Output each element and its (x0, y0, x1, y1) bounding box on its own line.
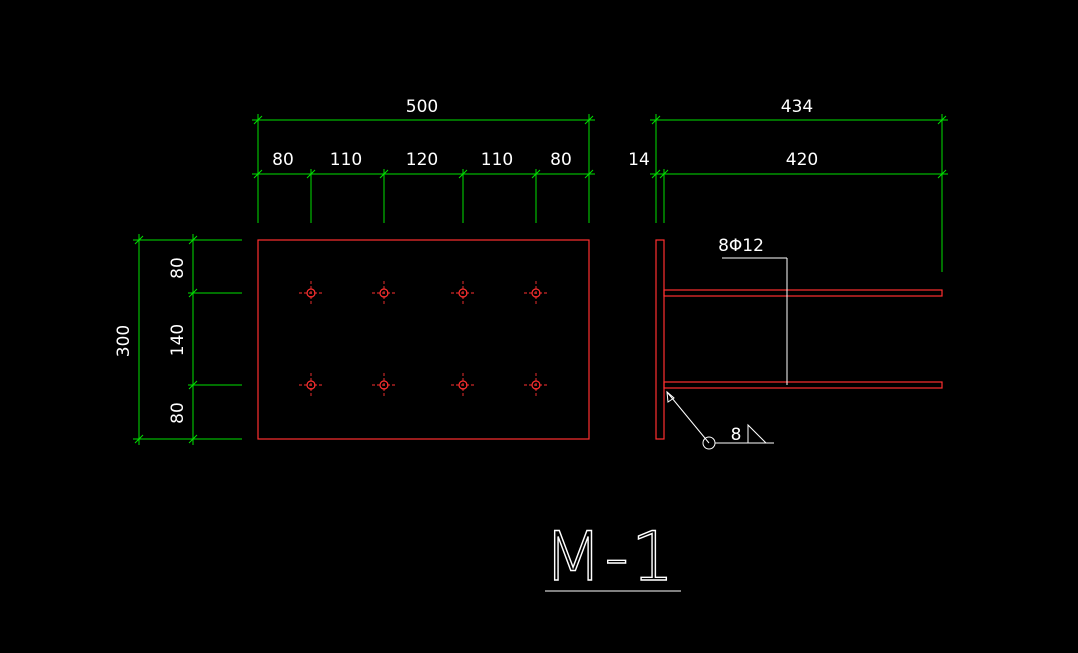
side-view: 434 14 420 8Φ12 8 (628, 97, 948, 450)
drawing-title-block: M-1 (543, 517, 681, 598)
dim-overall-height: 300 (114, 325, 134, 357)
anchor-hole (451, 373, 475, 397)
side-top-dimensions (650, 114, 948, 272)
plan-view: 500 80 110 120 110 80 300 80 140 80 (114, 97, 595, 445)
anchor-hole (372, 373, 396, 397)
dim-height-segment: 140 (168, 324, 188, 356)
anchor-bar (663, 381, 943, 389)
anchor-hole (451, 281, 475, 305)
rebar-callout-leader (722, 257, 788, 385)
plan-top-dimensions (252, 114, 595, 223)
anchor-holes (299, 281, 548, 397)
anchor-hole (524, 281, 548, 305)
anchor-bar (663, 289, 943, 297)
rebar-callout: 8Φ12 (718, 236, 764, 256)
dim-plate-thickness: 14 (628, 150, 650, 170)
dim-width-segment: 80 (550, 150, 572, 170)
dim-overall-width: 500 (406, 97, 438, 117)
plate-section (655, 239, 665, 440)
anchor-hole (524, 373, 548, 397)
anchor-hole (299, 281, 323, 305)
weld-symbol (666, 390, 774, 450)
drawing-title: M-1 (544, 518, 676, 597)
dim-anchor-length: 420 (786, 150, 818, 170)
dim-width-segment: 120 (406, 150, 438, 170)
dim-height-segment: 80 (168, 257, 188, 279)
weld-size: 8 (731, 425, 742, 445)
dim-width-segment: 110 (330, 150, 362, 170)
plate-outline (257, 239, 590, 440)
anchor-hole (299, 373, 323, 397)
dim-width-segment: 110 (481, 150, 513, 170)
dim-height-segment: 80 (168, 402, 188, 424)
dim-width-segment: 80 (272, 150, 294, 170)
dim-overall-length: 434 (781, 97, 813, 117)
plan-left-dimensions (133, 234, 242, 445)
anchor-hole (372, 281, 396, 305)
